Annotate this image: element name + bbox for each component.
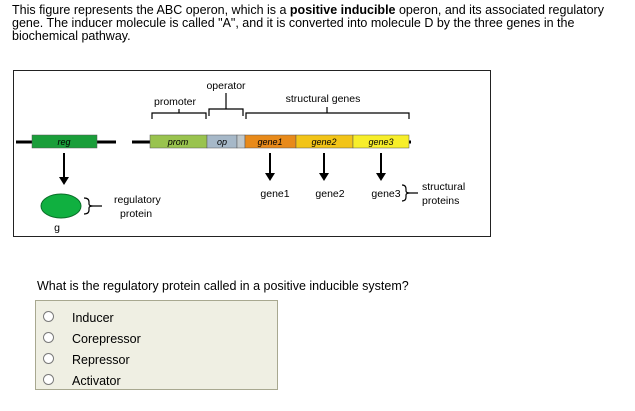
promoter-box-label: prom xyxy=(167,137,189,147)
radio-activator[interactable] xyxy=(43,374,54,385)
operator-label: operator xyxy=(206,80,246,92)
gene2-box-label: gene2 xyxy=(311,137,336,147)
reg-gene-box xyxy=(31,134,98,149)
radio-repressor[interactable] xyxy=(43,353,54,364)
structural-genes-bracket xyxy=(245,107,410,119)
intro-bold-text: positive inducible xyxy=(289,3,396,17)
option-activator[interactable]: Activator xyxy=(36,371,279,391)
promoter-bracket xyxy=(151,109,207,119)
regulatory-protein-brace xyxy=(83,197,102,215)
operon-figure: reg prom op gene1 gene2 gene3 operator p… xyxy=(13,70,491,237)
option-label-activator: Activator xyxy=(72,374,121,388)
option-inducer[interactable]: Inducer xyxy=(36,308,279,328)
radio-corepressor[interactable] xyxy=(43,332,54,343)
g-label: g xyxy=(54,222,60,234)
spacer-box xyxy=(236,134,246,149)
gene1-box-label: gene1 xyxy=(257,137,282,147)
structural-genes-label: structural genes xyxy=(286,93,361,105)
structural-proteins-label-1: structural xyxy=(422,181,465,193)
radio-inducer[interactable] xyxy=(43,311,54,322)
product-gene3: gene3 xyxy=(371,188,400,200)
answer-options: Inducer Corepressor Repressor Activator xyxy=(35,300,278,390)
arrow-gene3 xyxy=(376,153,386,181)
question-intro: This figure represents the ABC operon, w… xyxy=(12,4,622,43)
option-label-inducer: Inducer xyxy=(72,311,114,325)
option-repressor[interactable]: Repressor xyxy=(36,350,279,370)
product-gene2: gene2 xyxy=(315,188,344,200)
operon-diagram: reg prom op gene1 gene2 gene3 operator p… xyxy=(16,80,465,234)
gene3-box-label: gene3 xyxy=(368,137,393,147)
promoter-label: promoter xyxy=(154,96,197,108)
gene3-box xyxy=(352,134,410,149)
option-label-repressor: Repressor xyxy=(72,353,130,367)
regulatory-protein-shape xyxy=(40,193,82,219)
option-label-corepressor: Corepressor xyxy=(72,332,141,346)
product-gene1: gene1 xyxy=(260,188,289,200)
arrow-gene1 xyxy=(265,153,275,181)
arrow-reg xyxy=(59,153,69,185)
operator-box-label: op xyxy=(217,137,227,147)
option-corepressor[interactable]: Corepressor xyxy=(36,329,279,349)
reg-gene-label: reg xyxy=(57,137,70,147)
intro-text-2: operon, and its associated regulatory ge… xyxy=(12,3,604,43)
arrow-gene2 xyxy=(319,153,329,181)
structural-proteins-label-2: proteins xyxy=(422,195,459,207)
intro-text-1: This figure represents the ABC operon, w… xyxy=(12,3,290,17)
question-text: What is the regulatory protein called in… xyxy=(37,279,409,293)
regulatory-protein-label-2: protein xyxy=(120,208,152,220)
operator-bracket xyxy=(208,93,244,116)
regulatory-protein-label-1: regulatory xyxy=(114,194,161,206)
structural-proteins-brace xyxy=(401,184,418,202)
